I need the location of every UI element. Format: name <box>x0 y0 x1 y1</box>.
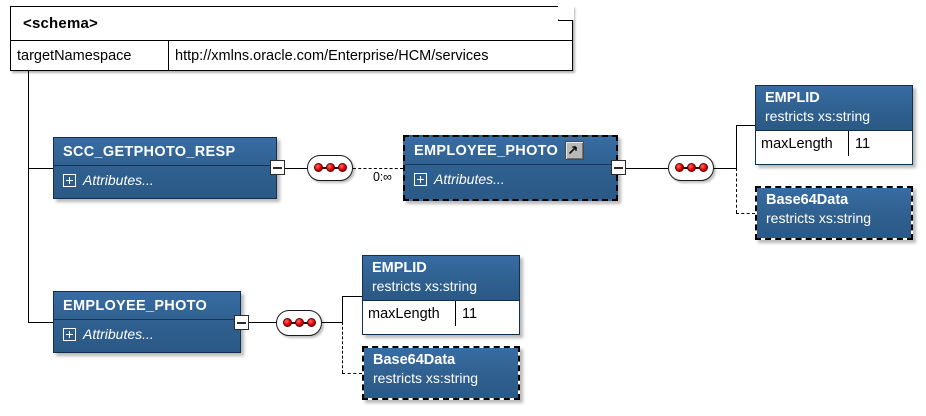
sequence-compositor-1[interactable] <box>307 155 353 181</box>
sequence-dot <box>338 163 347 172</box>
typebox-header: Base64Data restricts xs:string <box>364 348 518 398</box>
node-scc-getphoto-resp[interactable]: SCC_GETPHOTO_RESP Attributes... <box>53 137 277 199</box>
type-name: Base64Data <box>373 352 456 368</box>
typebox-emplid-bottom[interactable]: EMPLID restricts xs:string maxLength 11 <box>362 255 520 335</box>
collapse-handle-employee-photo-reference[interactable] <box>611 160 626 175</box>
schema-attribute-row: targetNamespace http://xmlns.oracle.com/… <box>11 41 572 71</box>
sequence-dot <box>314 163 323 172</box>
plus-square-icon[interactable] <box>414 172 427 186</box>
type-name: Base64Data <box>766 192 849 208</box>
connector-employee-photo-global-to-sequence <box>249 322 276 323</box>
branch-line-to-employee-photo-global <box>28 322 53 323</box>
connector-sequence2-stub <box>714 168 736 169</box>
schema-title-row: <schema> <box>11 7 572 41</box>
attributes-label: Attributes... <box>434 171 505 187</box>
facet-name: maxLength <box>756 131 849 156</box>
attributes-label: Attributes... <box>83 172 154 188</box>
sequence-dot <box>675 163 684 172</box>
sequence-dot <box>687 163 696 172</box>
plus-square-icon[interactable] <box>63 173 76 187</box>
sequence-dot <box>307 318 316 327</box>
fold-edge-icon <box>558 5 573 21</box>
collapse-handle-employee-photo-global[interactable] <box>234 315 249 330</box>
typebox-header: EMPLID restricts xs:string <box>363 256 519 300</box>
branch-line-to-emplid-bottom <box>342 296 362 297</box>
node-title: SCC_GETPHOTO_RESP <box>54 138 276 166</box>
target-namespace-label: targetNamespace <box>11 41 169 71</box>
type-restricts: restricts xs:string <box>766 210 872 226</box>
typebox-base64data-top[interactable]: Base64Data restricts xs:string <box>755 186 913 240</box>
connector-sequence3-stub <box>322 322 342 323</box>
node-title: EMPLOYEE_PHOTO <box>414 142 559 159</box>
optional-branch-drop-to-base64data-top <box>736 168 737 213</box>
facet-row: maxLength 11 <box>363 300 519 326</box>
facet-name: maxLength <box>363 301 456 326</box>
node-attributes-row[interactable]: Attributes... <box>54 166 276 194</box>
connector-sequence-to-employee-photo-ref <box>353 168 403 169</box>
occurrence-label-0-inf: 0:∞ <box>373 170 392 184</box>
facet-row: maxLength 11 <box>756 130 912 156</box>
collapse-handle-scc-getphoto-resp[interactable] <box>270 160 285 175</box>
schema-title: <schema> <box>23 15 98 32</box>
typebox-emplid-top[interactable]: EMPLID restricts xs:string maxLength 11 <box>755 85 913 165</box>
node-attributes-row[interactable]: Attributes... <box>405 165 616 193</box>
node-title: EMPLOYEE_PHOTO <box>54 292 240 320</box>
node-employee-photo-global[interactable]: EMPLOYEE_PHOTO Attributes... <box>53 291 241 353</box>
type-restricts: restricts xs:string <box>372 278 478 294</box>
typebox-header: EMPLID restricts xs:string <box>756 86 912 130</box>
target-namespace-value: http://xmlns.oracle.com/Enterprise/HCM/s… <box>175 48 489 64</box>
connector-scc-to-sequence <box>285 168 307 169</box>
attributes-label: Attributes... <box>83 326 154 342</box>
branch-riser-to-emplid-bottom <box>342 296 343 323</box>
branch-riser-to-emplid-top <box>736 125 737 169</box>
type-restricts: restricts xs:string <box>765 108 871 124</box>
optional-branch-line-to-base64data-bottom <box>342 373 362 374</box>
optional-branch-line-to-base64data-top <box>736 213 755 214</box>
optional-branch-drop-to-base64data-bottom <box>342 322 343 373</box>
external-link-arrow-icon[interactable] <box>565 141 585 160</box>
type-name: EMPLID <box>765 90 820 106</box>
typebox-header: Base64Data restricts xs:string <box>757 188 911 238</box>
sequence-dot <box>283 318 292 327</box>
node-employee-photo-reference[interactable]: EMPLOYEE_PHOTO Attributes... <box>403 135 618 201</box>
sequence-dot <box>699 163 708 172</box>
facet-value: 11 <box>855 135 871 152</box>
type-restricts: restricts xs:string <box>373 370 479 386</box>
branch-line-to-scc-getphoto-resp <box>28 168 53 169</box>
sequence-compositor-2[interactable] <box>668 155 714 181</box>
sequence-compositor-3[interactable] <box>276 310 322 336</box>
facet-value: 11 <box>462 305 478 322</box>
schema-box[interactable]: <schema> targetNamespace http://xmlns.or… <box>10 5 574 71</box>
plus-square-icon[interactable] <box>63 327 76 341</box>
node-attributes-row[interactable]: Attributes... <box>54 320 240 348</box>
connector-employee-photo-ref-to-sequence <box>626 168 668 169</box>
sequence-dot <box>295 318 304 327</box>
type-name: EMPLID <box>372 260 427 276</box>
branch-line-to-emplid-top <box>736 125 755 126</box>
typebox-base64data-bottom[interactable]: Base64Data restricts xs:string <box>362 346 520 400</box>
tree-trunk-line <box>28 71 29 323</box>
node-title-row: EMPLOYEE_PHOTO <box>405 137 616 165</box>
sequence-dot <box>326 163 335 172</box>
